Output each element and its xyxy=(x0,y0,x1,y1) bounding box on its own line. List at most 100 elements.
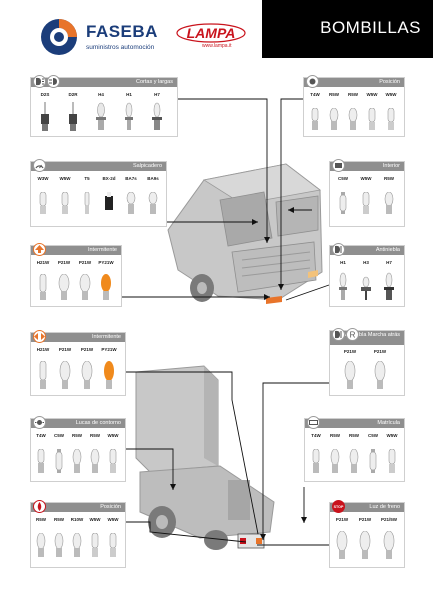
bulb-icon xyxy=(59,361,71,389)
bulb-code: P21W xyxy=(57,260,71,265)
bulb-code: T5 xyxy=(84,176,90,181)
festoon-bulb-icon xyxy=(369,449,377,473)
faseba-logo-icon xyxy=(41,19,77,55)
bulb-icon xyxy=(81,361,93,389)
turn-signal-icon xyxy=(33,243,46,256)
bulb-code: P21/5W xyxy=(380,517,398,522)
panel-lucas-contorno: Lucas de contorno T4W C5W R5W R5W W5W xyxy=(30,416,126,482)
bulb-icon xyxy=(329,108,339,130)
bulb-code: BX-2d xyxy=(102,176,116,181)
bulb-code: W5W xyxy=(360,176,372,181)
bulb-code: C5W xyxy=(54,433,64,438)
bulb-code: R5W xyxy=(348,92,358,97)
wedge-bulb-icon xyxy=(368,108,376,130)
bulb-code: C5W xyxy=(338,176,348,181)
halogen-bulb-icon xyxy=(361,276,371,300)
bulb-code: W3W xyxy=(37,176,49,181)
bulb-code: R5W xyxy=(72,433,82,438)
bulb-code: R5W xyxy=(36,517,46,522)
page-title: BOMBILLAS xyxy=(320,18,421,37)
panel-title: Salpicadero xyxy=(132,163,162,169)
halogen-bulb-icon xyxy=(96,102,106,130)
bulb-icon xyxy=(90,449,100,473)
fog-light-icon xyxy=(332,328,345,341)
svg-text:STOP: STOP xyxy=(334,505,344,509)
socket-bulb-icon xyxy=(105,192,113,210)
bulb-icon xyxy=(344,361,356,389)
bulb-code: W5W xyxy=(107,433,119,438)
bulb-icon xyxy=(383,531,395,559)
panel-title: Posición xyxy=(379,79,400,85)
bulb-code: W5W xyxy=(107,517,119,522)
xenon-bulb-icon xyxy=(69,102,77,131)
high-beam-icon xyxy=(47,75,60,88)
lampa-url: www.lampa.it xyxy=(202,43,232,49)
svg-text:R: R xyxy=(350,331,356,340)
bulb-code: H1 xyxy=(126,92,132,97)
panel-antiniebla-marcha-atras: Antiniebla Marcha atrás R P21W P21W xyxy=(329,328,405,396)
bulb-code: D2R xyxy=(68,92,78,97)
brake-light-icon: STOP xyxy=(332,500,345,513)
xenon-bulb-icon xyxy=(41,102,49,131)
festoon-bulb-icon xyxy=(339,192,347,214)
bulb-code: PY21W xyxy=(101,347,117,352)
wedge-bulb-icon xyxy=(84,192,90,214)
halogen-bulb-icon xyxy=(339,272,347,300)
bulb-code: P21W xyxy=(335,517,349,522)
bulb-icon xyxy=(312,449,320,473)
bulb-code: P21W xyxy=(80,347,94,352)
wedge-bulb-icon xyxy=(387,108,395,130)
amber-bulb-icon xyxy=(101,274,111,300)
panel-luz-freno: Luz de freno STOP P21W P21W P21/5W xyxy=(329,500,405,568)
bulb-code: P21W xyxy=(373,349,387,354)
bulb-code: P21W xyxy=(343,349,357,354)
bulb-code: T4W xyxy=(311,433,321,438)
bulb-code: P21W xyxy=(58,347,72,352)
bayonet-bulb-icon xyxy=(148,192,158,214)
panel-title: Antiniebla xyxy=(375,247,400,253)
headlight-icon xyxy=(33,75,46,88)
bulb-icon xyxy=(336,531,348,559)
panel-posicion-rear: Posición R5W R5W R10W W5W W5W xyxy=(30,500,126,568)
turn-signal-icon xyxy=(33,330,46,343)
lampa-logo-icon: LAMPA xyxy=(176,23,246,43)
bulb-code: H7 xyxy=(386,260,392,265)
wedge-bulb-icon xyxy=(362,192,370,214)
bulb-code: R10W xyxy=(70,517,84,522)
bulb-code: R5W xyxy=(54,517,64,522)
bulb-icon xyxy=(39,274,47,300)
bulb-code: W5W xyxy=(386,433,398,438)
bulb-code: H21W xyxy=(36,347,50,352)
panel-posicion-front: Posición T4W R5W R5W W5W W5W xyxy=(303,75,405,137)
bulb-code: BA7s xyxy=(125,176,137,181)
truck-front-illustration xyxy=(167,163,323,304)
bulb-code: H1 xyxy=(340,260,346,265)
bulb-icon xyxy=(72,533,82,557)
bulb-icon xyxy=(384,192,394,214)
panel-title: Lucas de contorno xyxy=(75,420,121,426)
panel-salpicadero: Salpicadero W3W W5W T5 BX-2d BA7s BA9s xyxy=(30,159,167,227)
bulb-icon xyxy=(72,449,82,473)
position-light-icon xyxy=(306,75,319,88)
panel-title: Interior xyxy=(382,163,400,169)
amber-bulb-icon xyxy=(104,361,114,389)
panel-cortas-largas: Cortas y largas D2S D2R H4 H1 H7 xyxy=(30,75,178,137)
bulb-icon xyxy=(359,531,371,559)
panel-intermitente-front: Intermitente H21W P21W P21W PY21W xyxy=(30,243,122,307)
wedge-bulb-icon xyxy=(109,449,117,473)
bulb-code: D2S xyxy=(40,92,50,97)
bulb-code: R5W xyxy=(384,176,394,181)
bulb-code: P21W xyxy=(358,517,372,522)
lampa-logo: LAMPA www.lampa.it xyxy=(176,23,250,51)
panel-title: Luz de freno xyxy=(369,504,400,510)
halogen-bulb-icon xyxy=(384,272,394,300)
bayonet-bulb-icon xyxy=(126,192,136,214)
panel-antiniebla: Antiniebla H1 H3 H7 xyxy=(329,243,405,307)
bulb-icon xyxy=(311,108,319,130)
bulb-icon xyxy=(37,449,45,473)
brand-tagline: suministros automoción xyxy=(86,44,155,51)
bulb-code: R5W xyxy=(90,433,100,438)
panel-title: Posición xyxy=(100,504,121,510)
wedge-bulb-icon xyxy=(91,533,99,557)
rear-position-icon xyxy=(33,500,46,513)
